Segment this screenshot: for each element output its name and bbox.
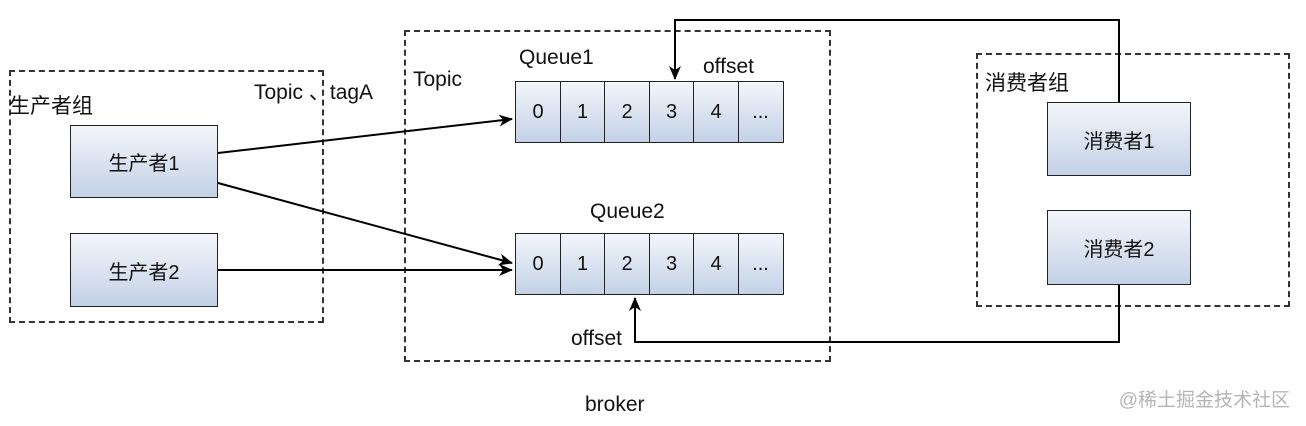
queue1-cell-3: 3 xyxy=(648,81,695,143)
queue2-cell-5: ... xyxy=(737,233,784,295)
broker-topic-group xyxy=(404,30,831,362)
queue2-label: Queue2 xyxy=(590,200,665,223)
consumer-group-label: 消费者组 xyxy=(985,72,1069,95)
queue2-cell-3: 3 xyxy=(648,233,695,295)
queue2-cell-0: 0 xyxy=(515,233,561,295)
producer-2[interactable]: 生产者2 xyxy=(70,233,218,307)
topic-label: Topic xyxy=(413,68,463,91)
broker-label: broker xyxy=(585,393,645,416)
queue1-label: Queue1 xyxy=(519,46,594,69)
consumer-group xyxy=(976,53,1290,307)
consumer-2[interactable]: 消费者2 xyxy=(1047,210,1191,285)
queue1-cell-0: 0 xyxy=(515,81,561,143)
queue2-offset-label: offset xyxy=(571,327,622,350)
queue2-cell-1: 1 xyxy=(559,233,606,295)
producer-group-label: 生产者组 xyxy=(9,95,93,118)
producer-1[interactable]: 生产者1 xyxy=(70,125,218,198)
queue2: 0 1 2 3 4 ... xyxy=(515,233,784,295)
topic-tag-label: Topic 、tagA xyxy=(254,81,374,104)
queue1-cell-1: 1 xyxy=(559,81,606,143)
consumer-1[interactable]: 消费者1 xyxy=(1047,102,1191,176)
queue1-offset-label: offset xyxy=(703,55,754,78)
queue1-cell-4: 4 xyxy=(693,81,739,143)
watermark: @稀土掘金技术社区 xyxy=(1118,390,1290,411)
queue2-cell-2: 2 xyxy=(604,233,650,295)
queue1-cell-5: ... xyxy=(737,81,784,143)
queue1: 0 1 2 3 4 ... xyxy=(515,81,784,143)
queue2-cell-4: 4 xyxy=(693,233,739,295)
queue1-cell-2: 2 xyxy=(604,81,650,143)
